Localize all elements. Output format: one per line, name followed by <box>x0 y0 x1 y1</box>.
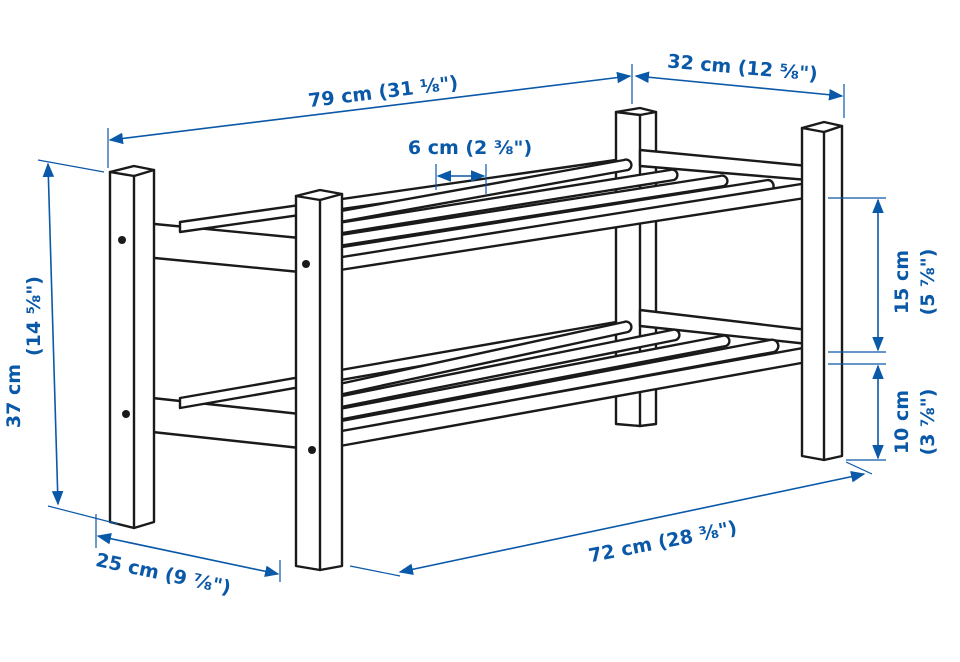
rail-gap-label: 6 cm (2 ⅜") <box>408 137 532 159</box>
screw-icon <box>302 260 310 268</box>
screw-icon <box>122 410 130 418</box>
lower-shelf-tubes <box>328 320 825 448</box>
left-rear-leg <box>108 164 156 530</box>
bottom-clearance-value-label: 10 cm <box>891 390 913 454</box>
depth-label: 32 cm (12 ⅝") <box>666 50 818 85</box>
screw-icon <box>118 236 126 244</box>
front-right-leg <box>800 120 844 462</box>
bottom-clearance-inch-label: (3 ⅞") <box>917 389 939 456</box>
left-side-rail-lower <box>132 394 302 450</box>
side-depth-label: 25 cm (9 ⅞") <box>94 549 233 599</box>
dimension-lines <box>37 64 886 582</box>
height-inch-label: (14 ⅝") <box>23 276 45 356</box>
screw-icon <box>308 446 316 454</box>
shelf-spacing-value-label: 15 cm <box>891 250 913 314</box>
height-value-label: 37 cm <box>3 364 25 428</box>
inner-width-label: 72 cm (28 ⅜") <box>587 517 739 567</box>
shoe-rack-drawing <box>108 106 844 572</box>
shelf-spacing-inch-label: (5 ⅞") <box>917 249 939 316</box>
upper-shelf-tubes <box>328 158 825 272</box>
left-side-rail-upper <box>132 220 302 274</box>
